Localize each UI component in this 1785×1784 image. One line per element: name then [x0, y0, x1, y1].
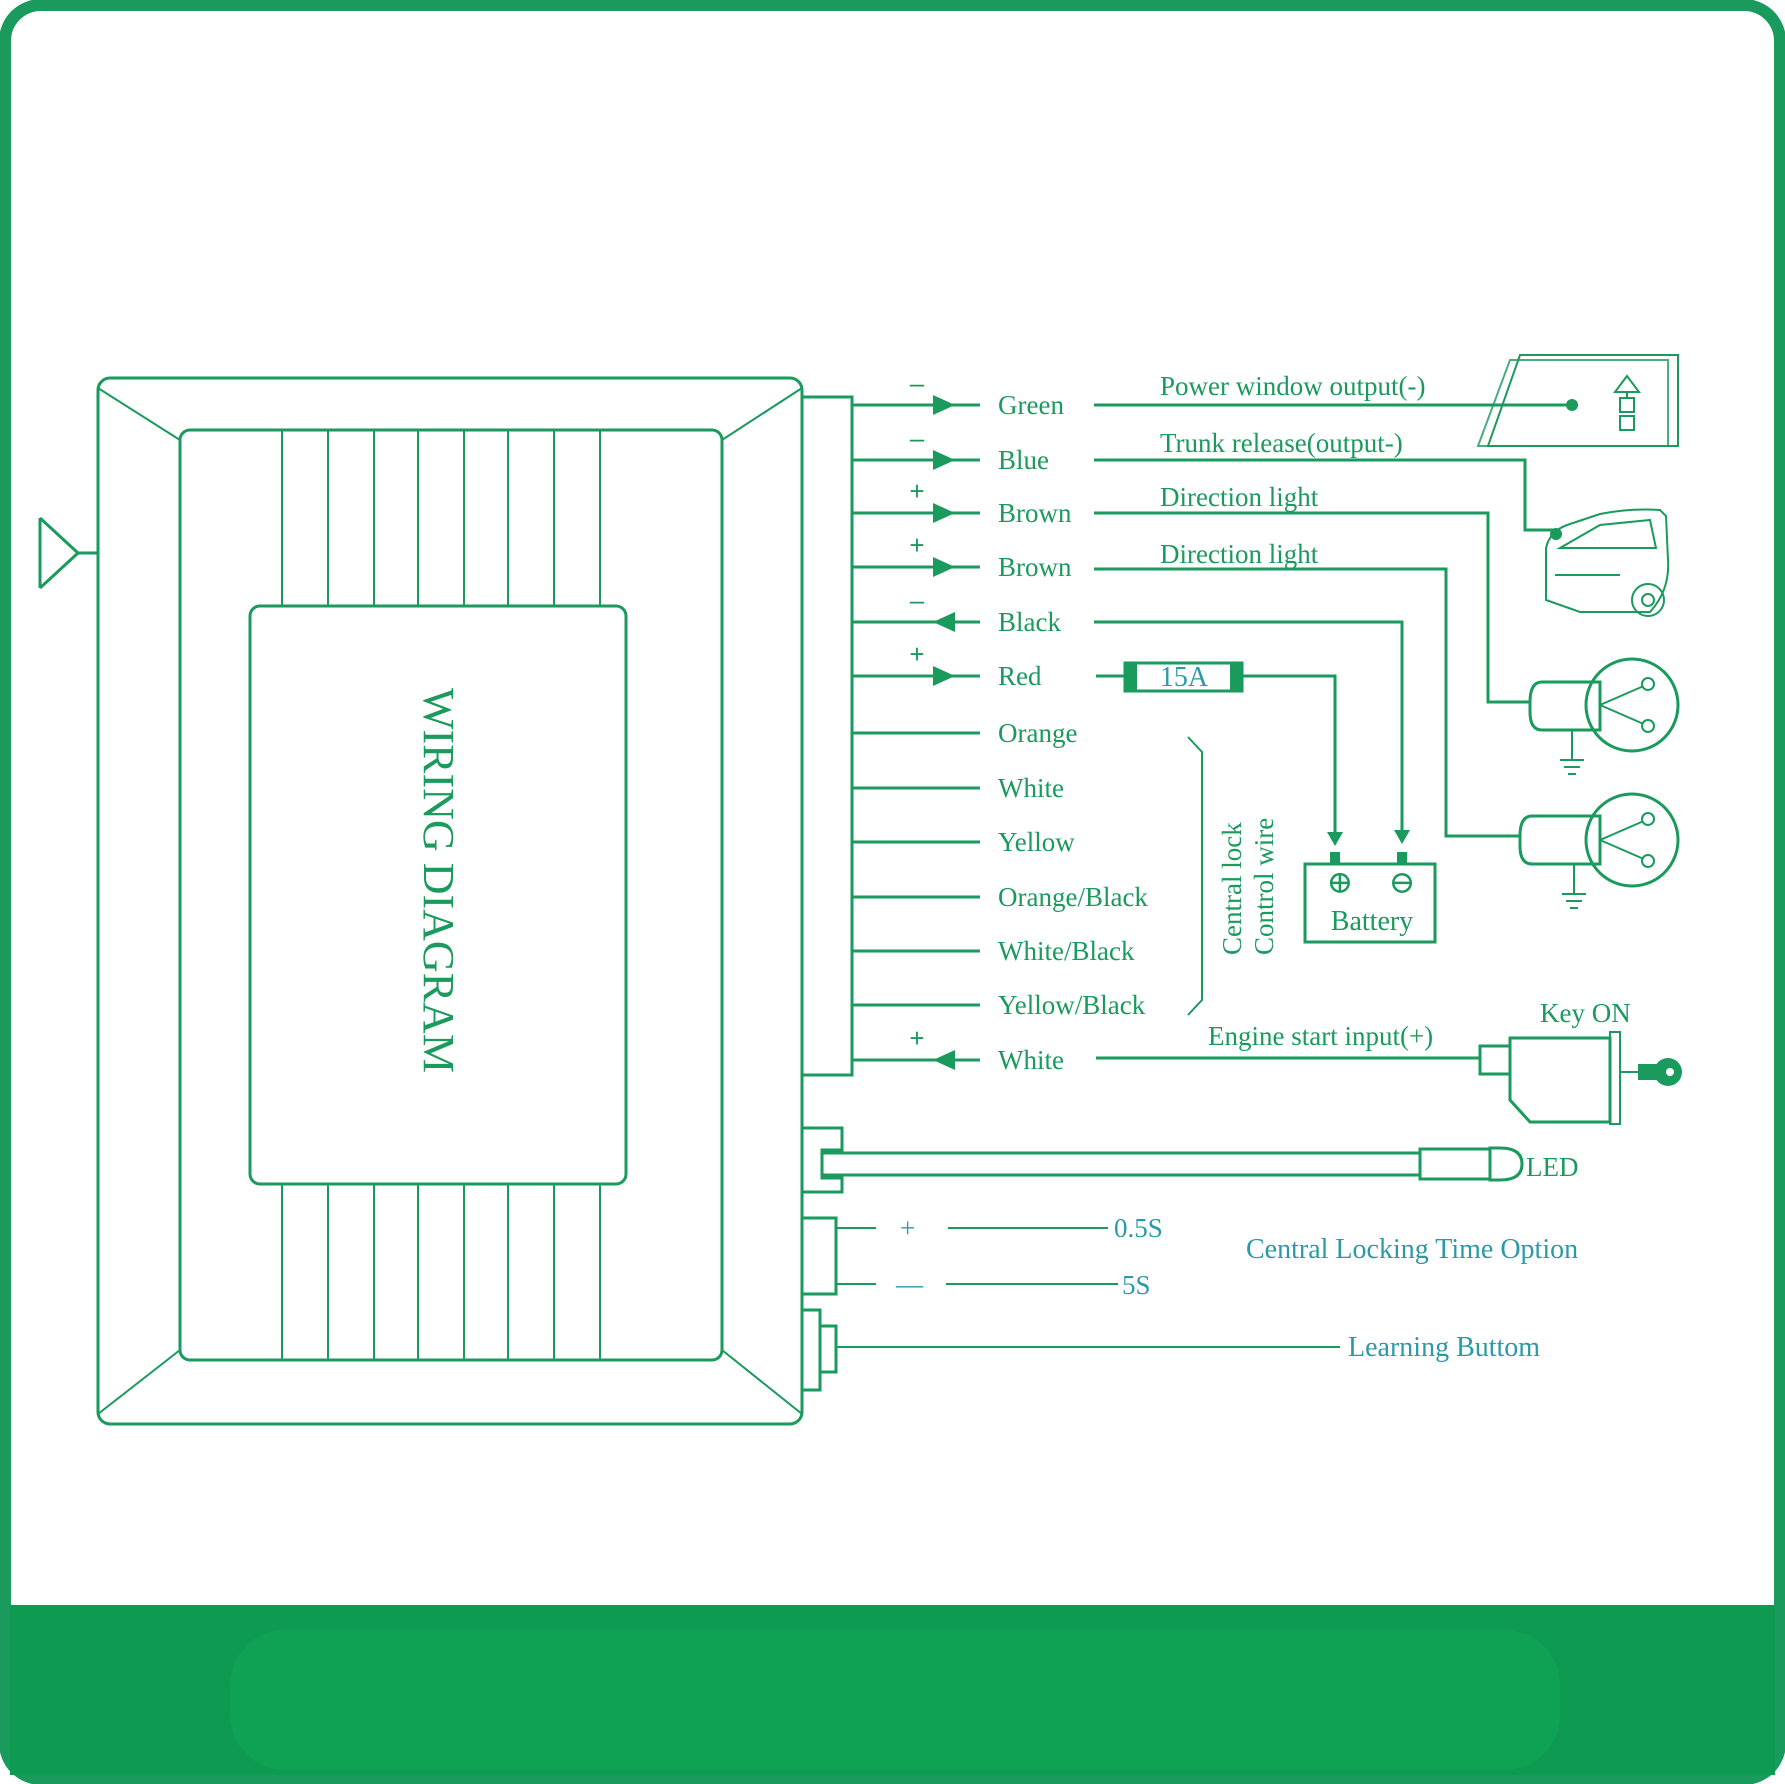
wire-color-label: Yellow [998, 827, 1075, 857]
car-trunk-icon [1545, 508, 1670, 617]
led-icon: LED [1488, 1146, 1578, 1182]
wire-polarity-sign: – [910, 585, 925, 615]
wire-color-label: Black [998, 607, 1061, 637]
wire-row: Orange/Black [852, 882, 1148, 912]
time-option-title: Central Locking Time Option [1246, 1234, 1578, 1265]
wire-polarity-sign: + [909, 639, 924, 669]
wire-row: + Brown Direction light [852, 530, 1319, 582]
wire-row: + Brown Direction light [852, 476, 1319, 528]
arrow-right-icon [933, 395, 955, 415]
wire-row: Yellow/Black [852, 990, 1146, 1020]
central-lock-line1: Central lock [1217, 822, 1247, 955]
wire-color-label: Orange [998, 718, 1077, 748]
module-vertical-ribs [281, 430, 601, 1360]
power-window-icon [1476, 354, 1679, 447]
wire-color-label: White/Black [998, 936, 1135, 966]
wire-color-label: Brown [998, 552, 1072, 582]
battery-label: Battery [1331, 906, 1413, 937]
led-wire [802, 1126, 1492, 1194]
wire-row: Yellow [852, 827, 1075, 857]
antenna-icon [38, 516, 98, 590]
wire-row: + Red [852, 639, 1042, 691]
central-lock-line2: Control wire [1249, 818, 1279, 955]
wire-color-label: Green [998, 390, 1064, 420]
wire-color-label: White [998, 1045, 1064, 1075]
wire-function-label: Direction light [1160, 539, 1319, 569]
battery-plus-terminal: ⊕ [1327, 864, 1354, 900]
wire-polarity-sign: – [910, 368, 925, 398]
wire-row: + White Engine start input(+) [852, 1021, 1433, 1075]
wire-row: – Blue Trunk release(output-) [852, 423, 1403, 475]
bottom-band-highlight [230, 1630, 1560, 1770]
wire-color-label: Red [998, 661, 1042, 691]
battery-minus-terminal: ⊖ [1389, 864, 1416, 900]
module-title: WIRING DIAGRAM [414, 688, 463, 1073]
arrow-right-icon [933, 557, 955, 577]
wire-color-label: Brown [998, 498, 1072, 528]
learning-button: Learning Buttom [800, 1308, 1540, 1392]
wire-polarity-sign: + [909, 476, 924, 506]
wire-rows: – Green Power window output(-) – Blue Trunk r… [852, 368, 1433, 1075]
time-option-minus-value: 5S [1122, 1270, 1151, 1300]
direction-light-icon [1518, 792, 1680, 909]
wire-function-label: Trunk release(output-) [1160, 428, 1403, 458]
wire-color-label: Orange/Black [998, 882, 1148, 912]
learning-button-label: Learning Buttom [1348, 1332, 1540, 1363]
arrow-right-icon [933, 503, 955, 523]
wire-color-label: Yellow/Black [998, 990, 1146, 1020]
battery: ⊕ ⊖ Battery [1303, 852, 1437, 944]
arrow-right-icon [933, 666, 955, 686]
fuse-15a: 15A [1123, 661, 1244, 693]
time-option-plus-value: 0.5S [1114, 1213, 1163, 1243]
wire-row: White/Black [852, 936, 1135, 966]
arrow-left-icon [933, 1050, 955, 1070]
led-label: LED [1526, 1152, 1578, 1182]
wire-function-label: Power window output(-) [1160, 371, 1425, 401]
central-lock-bracket: Central lock Control wire [1187, 736, 1279, 1016]
time-option-minus-sign: — [895, 1269, 924, 1299]
arrow-right-icon [933, 450, 955, 470]
direction-light-icon [1528, 657, 1680, 775]
arrow-left-icon [933, 612, 955, 632]
wire-color-label: White [998, 773, 1064, 803]
fuse-label: 15A [1160, 662, 1209, 693]
key-on-label: Key ON [1540, 998, 1631, 1028]
wire-polarity-sign: + [909, 1023, 924, 1053]
time-option-plus-sign: + [900, 1213, 915, 1243]
wire-color-label: Blue [998, 445, 1049, 475]
wire-polarity-sign: + [909, 530, 924, 560]
wire-polarity-sign: – [910, 423, 925, 453]
wire-function-label: Direction light [1160, 482, 1319, 512]
wire-row: – Green Power window output(-) [852, 368, 1425, 420]
wire-function-label: Engine start input(+) [1208, 1021, 1433, 1051]
wire-row: White [852, 773, 1064, 803]
wire-row: Orange [852, 718, 1077, 748]
alarm-module: WIRING DIAGRAM [96, 376, 804, 1426]
ignition-key-icon: Key ON [1478, 998, 1682, 1125]
time-option-jumper: + 0.5S — 5S Central Locking Time Option [800, 1213, 1578, 1300]
connection-lines [1094, 399, 1578, 1060]
wire-row: – Black [852, 585, 1061, 637]
